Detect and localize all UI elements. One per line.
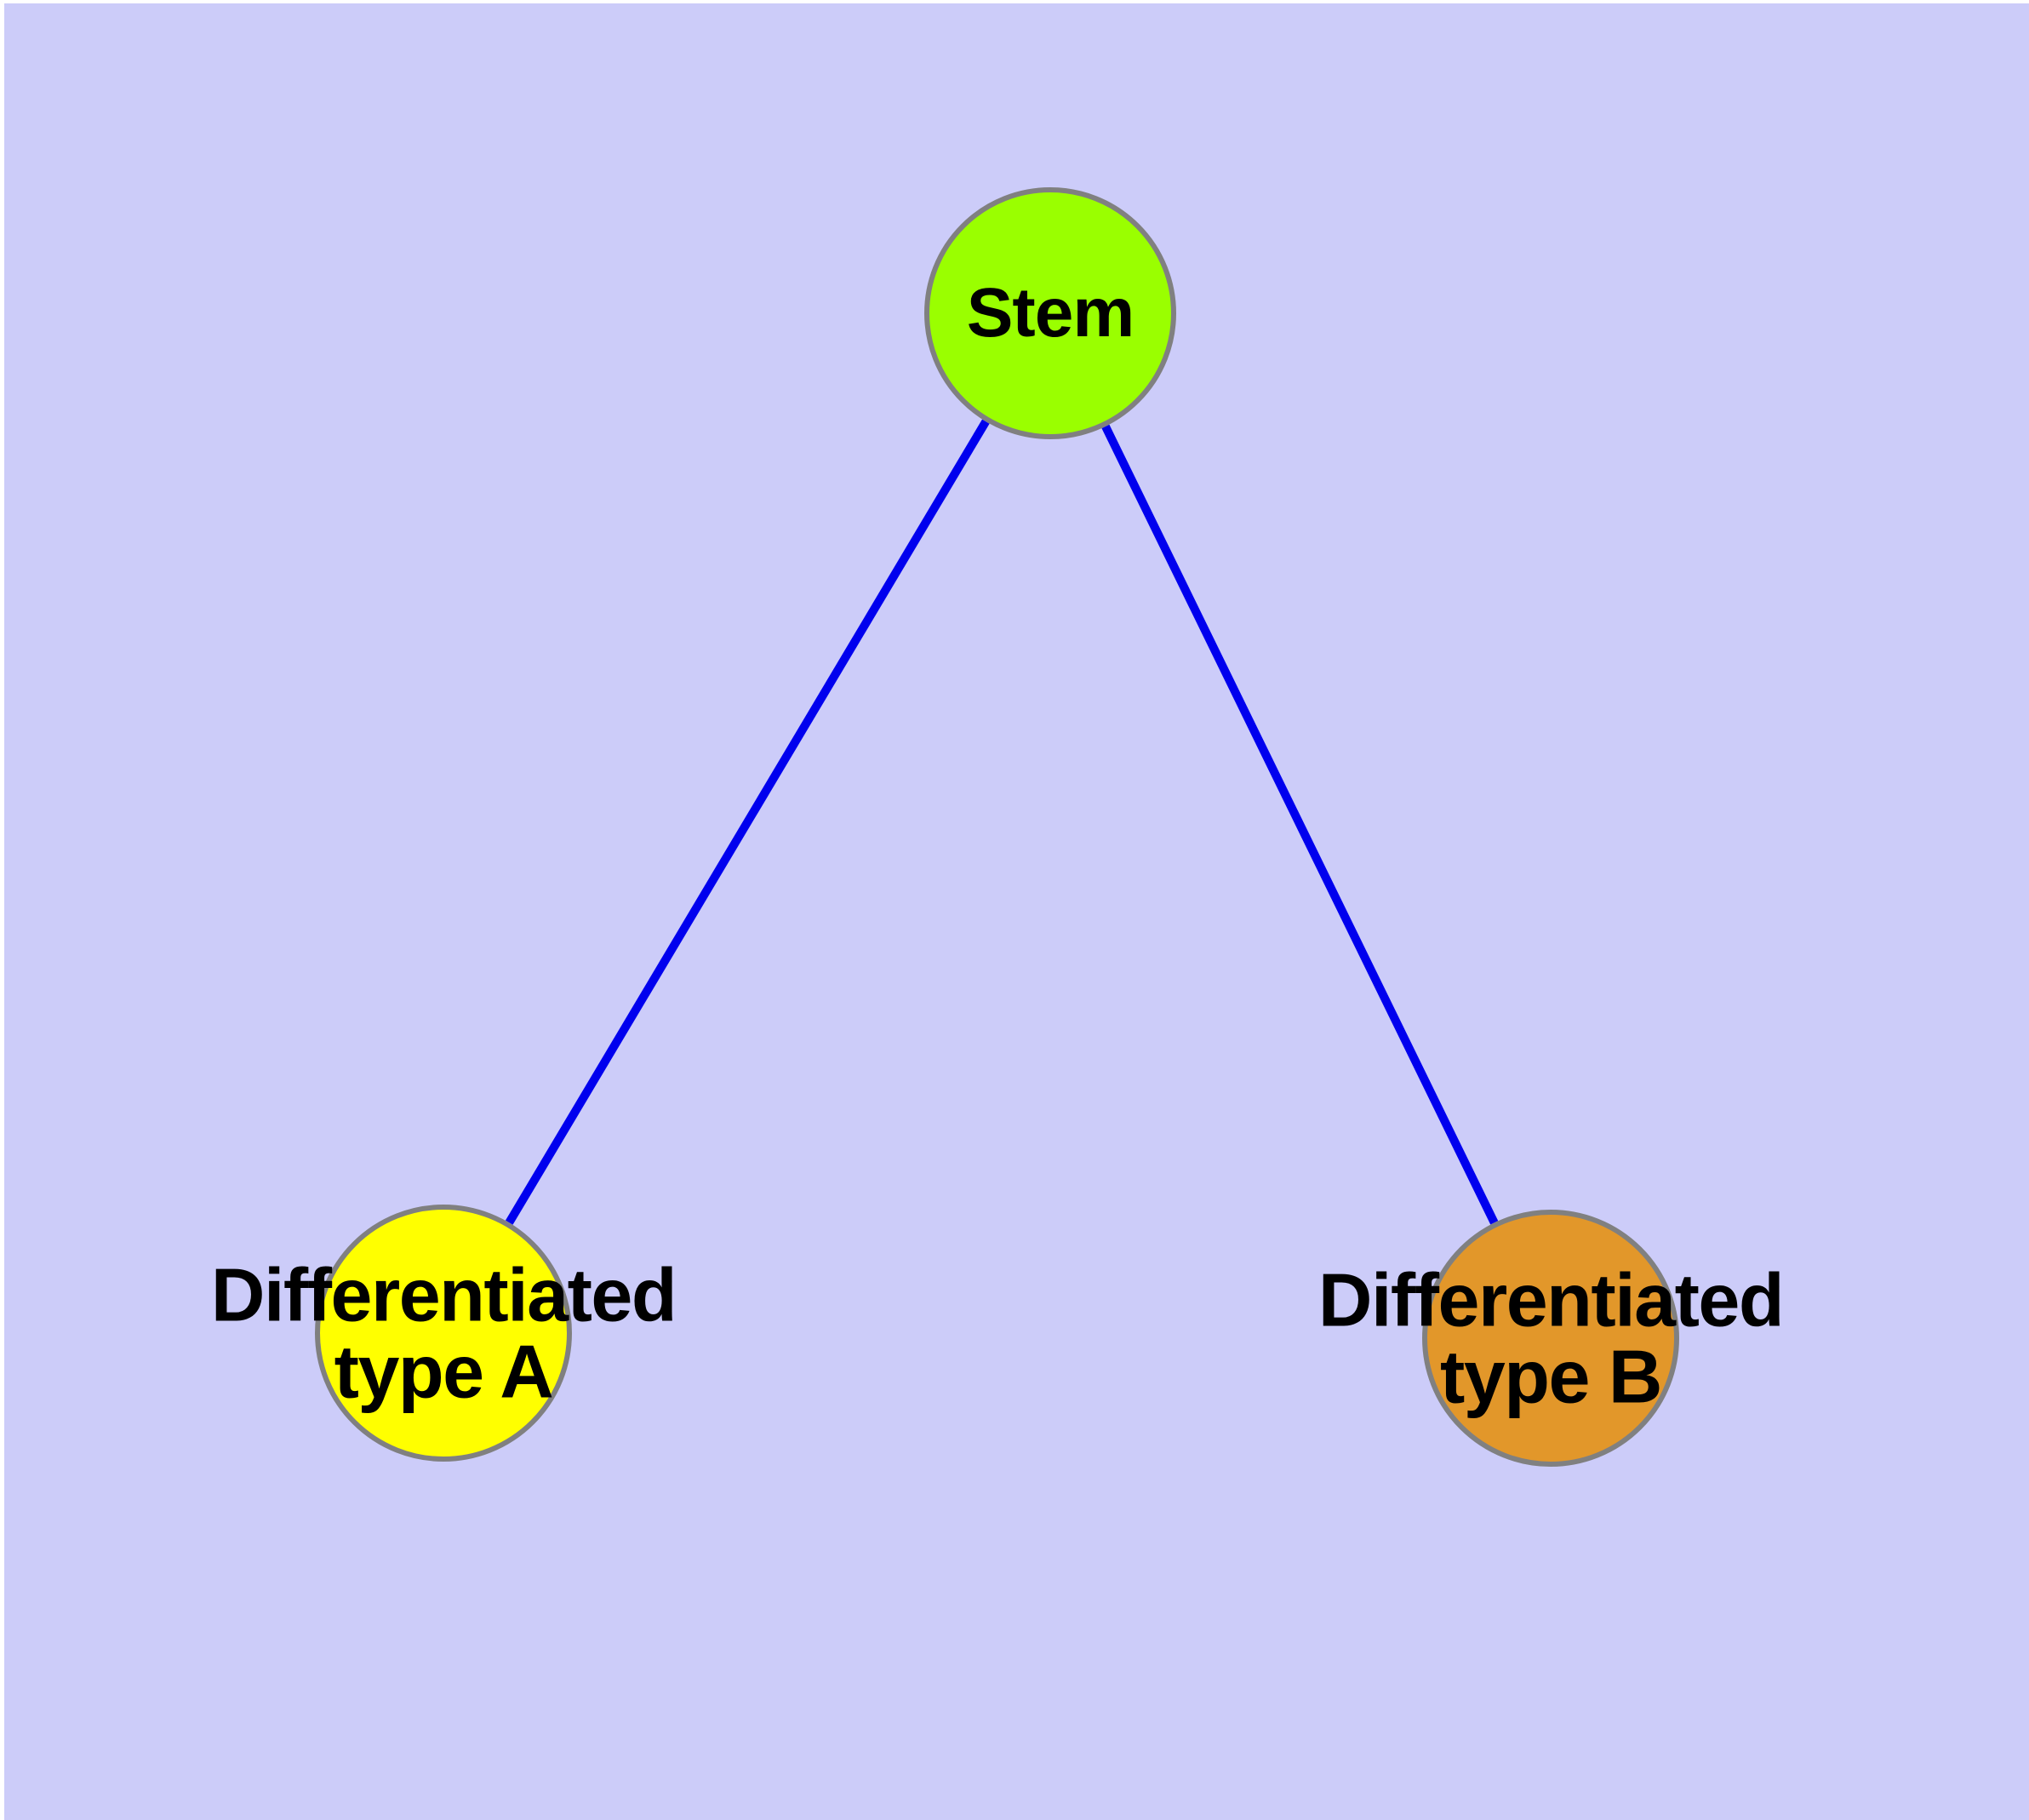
node-stem[interactable]	[924, 187, 1176, 439]
node-diff-a[interactable]	[315, 1205, 572, 1462]
node-layer	[315, 187, 1679, 1467]
edge-layer	[505, 419, 1499, 1225]
edge-stem-to-diff-b	[1101, 424, 1499, 1225]
edge-stem-to-diff-a	[505, 419, 990, 1225]
node-diff-b[interactable]	[1422, 1210, 1679, 1467]
